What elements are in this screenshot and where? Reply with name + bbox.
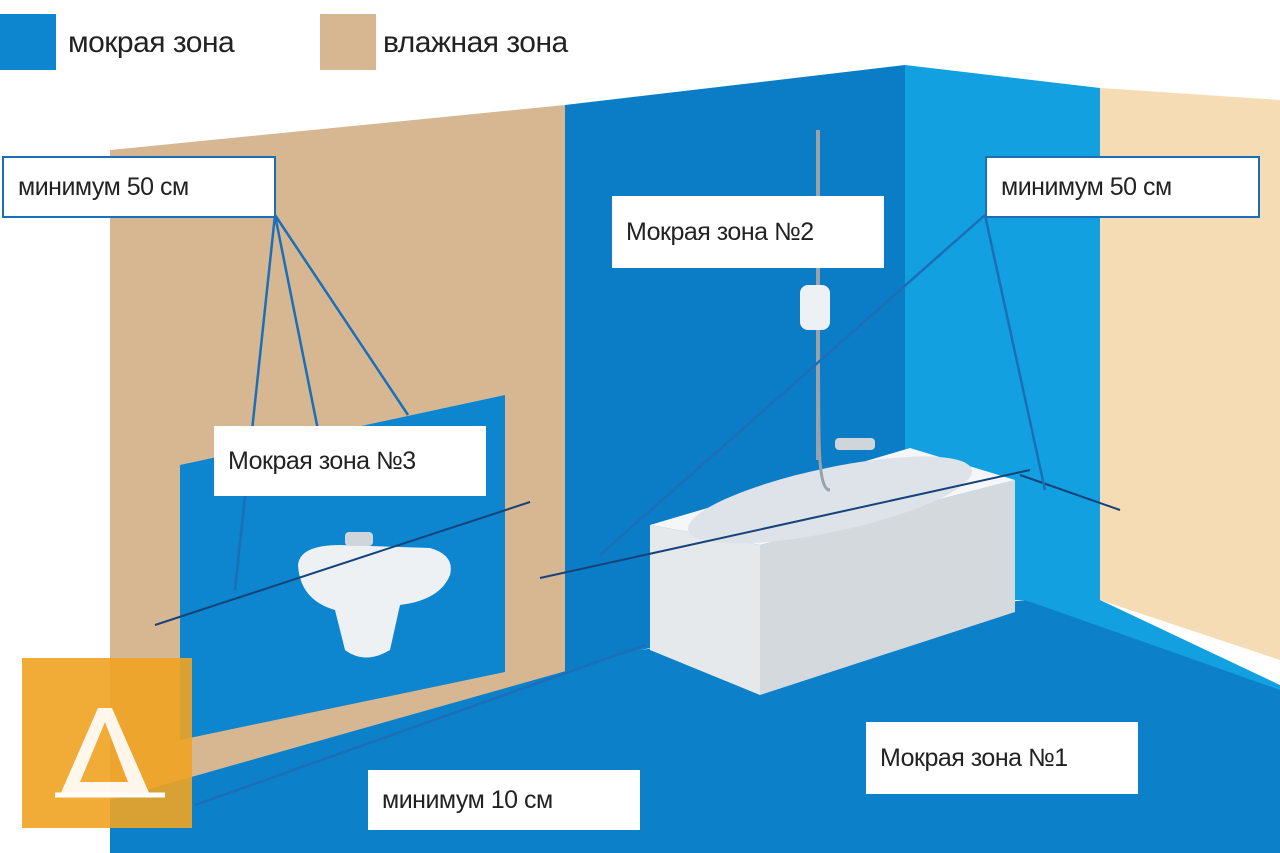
bathtub-front (650, 525, 760, 695)
label-wet-zone-1: Мокрая зона №1 (866, 722, 1138, 794)
legend-swatch-wet (0, 14, 56, 70)
legend-label-damp: влажная зона (383, 26, 568, 59)
washbasin (298, 545, 451, 658)
right-wall-damp-zone (1100, 88, 1280, 660)
label-min-50-right: минимум 50 см (985, 156, 1260, 218)
sink-faucet (345, 532, 373, 546)
label-min-50-left: минимум 50 см (2, 156, 276, 218)
legend-label-wet: мокрая зона (68, 26, 235, 59)
pointer-lines (194, 214, 1047, 807)
measure-lines (154, 469, 1121, 626)
bath-faucet (835, 438, 875, 450)
bathtub-basin (688, 456, 972, 544)
legend-swatch-damp (320, 14, 376, 70)
shower-head (800, 285, 830, 330)
label-wet-zone-3: Мокрая зона №3 (214, 426, 486, 496)
label-min-10: минимум 10 см (368, 770, 640, 830)
company-logo (22, 658, 192, 828)
label-wet-zone-2: Мокрая зона №2 (612, 196, 884, 268)
